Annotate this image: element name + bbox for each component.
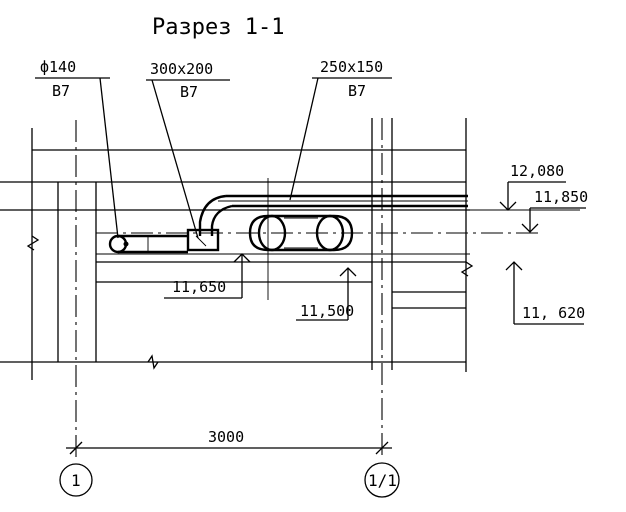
rect-small-size: 300х200 [150,60,213,78]
axis-bubble-1-1-text: 1/1 [368,471,397,490]
rect-large-size: 250х150 [320,58,383,76]
leader-round-duct [99,77,119,239]
section-title: Разрез 1-1 [152,15,284,40]
elevation-12080-text: 12,080 [510,162,564,180]
elevation-11620: 11, 620 [505,261,585,325]
elevation-11500-text: 11,500 [300,302,354,320]
elevation-11500: 11,500 [296,267,357,321]
axis-bubble-1: 1 [59,463,93,497]
round-duct-size: ф140 [40,58,76,76]
dimension-3000-text: 3000 [208,428,244,446]
duct-rect-small [186,228,220,252]
elevation-11850-text: 11,850 [534,188,588,206]
dimension-3000: 3000 [66,428,392,455]
elevation-11650-text: 11,650 [172,278,226,296]
elevation-11850: 11,850 [521,188,588,233]
duct-round [108,234,188,254]
rect-small-system: В7 [180,83,198,101]
label-rect-duct-small: 300х200 В7 [146,60,230,239]
elevation-12080: 12,080 [470,162,580,211]
vertical-structure-lines [31,118,467,380]
leader-rect-small [151,79,199,239]
label-rect-duct-large: 250х150 В7 [289,58,392,201]
round-duct-system: В7 [52,82,70,100]
break-mark-left [26,235,40,251]
rect-large-system: В7 [348,82,366,100]
elevation-11650: 11,650 [164,253,251,299]
axis-bubble-1-text: 1 [71,471,81,490]
leader-rect-large [289,77,319,201]
break-mark-right [460,261,474,277]
axis-bubble-1-1: 1/1 [364,462,400,498]
label-round-duct: ф140 В7 [35,58,119,239]
horizontal-structure-lines [0,149,470,363]
duct-rect-large [198,194,468,236]
break-mark-bottom [147,354,159,370]
elevation-11620-text: 11, 620 [522,304,585,322]
